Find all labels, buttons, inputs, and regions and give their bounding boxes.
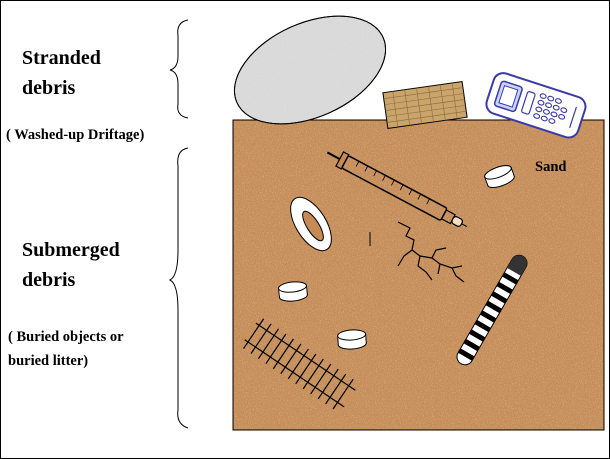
buried-label-line2: buried litter) <box>8 350 88 372</box>
washed-up-label: ( Washed-up Driftage) <box>6 124 144 146</box>
submerged-label-line2: debris <box>22 266 75 294</box>
submerged-brace <box>170 148 188 428</box>
stranded-label: Stranded <box>22 44 101 72</box>
submerged-label: Submerged <box>22 236 120 264</box>
stranded-label-line2: debris <box>22 74 75 102</box>
stranded-brace <box>170 20 188 118</box>
bottle-cap-icon <box>337 329 366 350</box>
buried-label: ( Buried objects or <box>8 326 124 348</box>
sand-label: Sand <box>535 156 566 178</box>
